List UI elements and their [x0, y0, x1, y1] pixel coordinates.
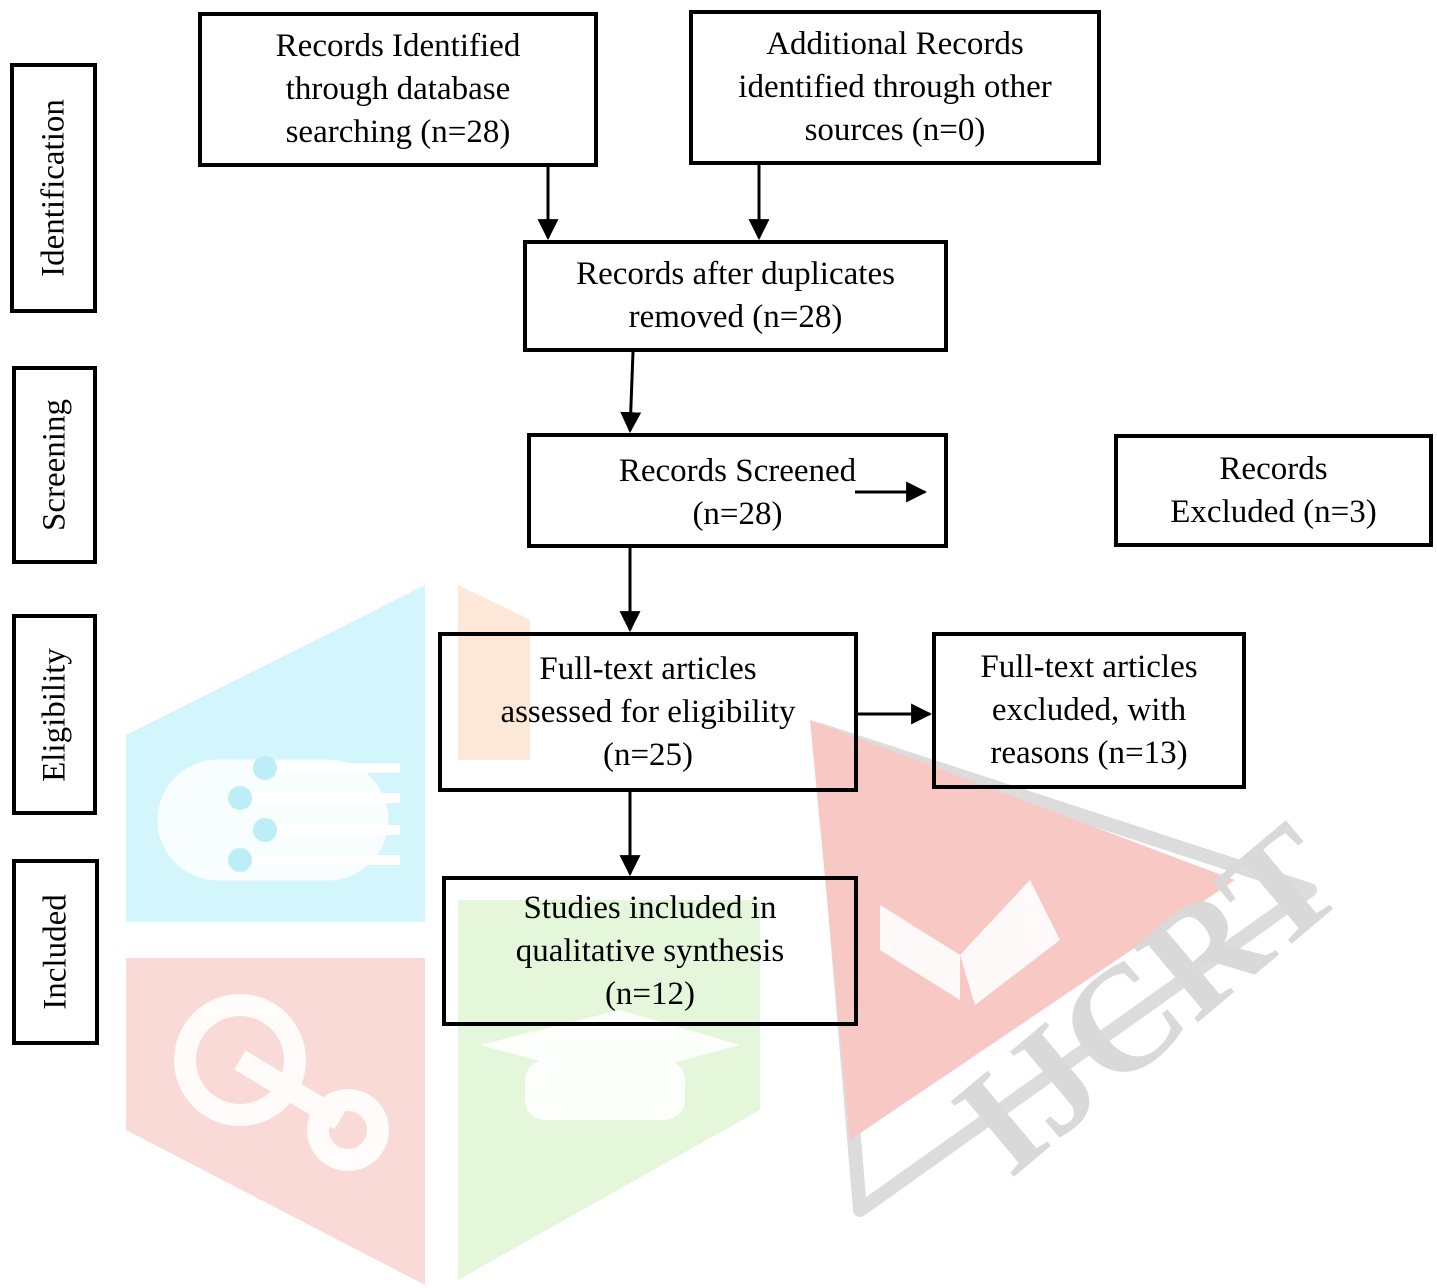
included-studies-box: Studies included in qualitative synthesi… [442, 876, 858, 1026]
cloud-circuit-icon [157, 756, 400, 881]
graduation-cap-icon [480, 1010, 740, 1120]
lightbulb-panel [458, 585, 530, 760]
stage-eligibility-label: Eligibility [36, 647, 72, 782]
full-text-excluded-box: Full-text articles excluded, with reason… [932, 632, 1246, 789]
stage-identification-label: Identification [35, 99, 71, 277]
stage-screening-label: Screening [36, 399, 72, 531]
records-excluded-box: Records Excluded (n=3) [1114, 434, 1433, 547]
stage-identification: Identification [10, 63, 97, 313]
db-records-box: Records Identified through database sear… [198, 12, 598, 167]
full-text-assessed-box: Full-text articles assessed for eligibil… [438, 632, 858, 792]
book-icon [880, 880, 1060, 1005]
stage-included-label: Included [37, 894, 73, 1010]
after-duplicates-box: Records after duplicates removed (n=28) [523, 240, 948, 352]
screened-box: Records Screened (n=28) [527, 433, 948, 548]
stage-screening: Screening [12, 366, 97, 564]
stage-eligibility: Eligibility [12, 614, 97, 815]
stage-included: Included [12, 859, 99, 1045]
gears-icon [174, 994, 389, 1171]
other-records-box: Additional Records identified through ot… [689, 10, 1101, 165]
